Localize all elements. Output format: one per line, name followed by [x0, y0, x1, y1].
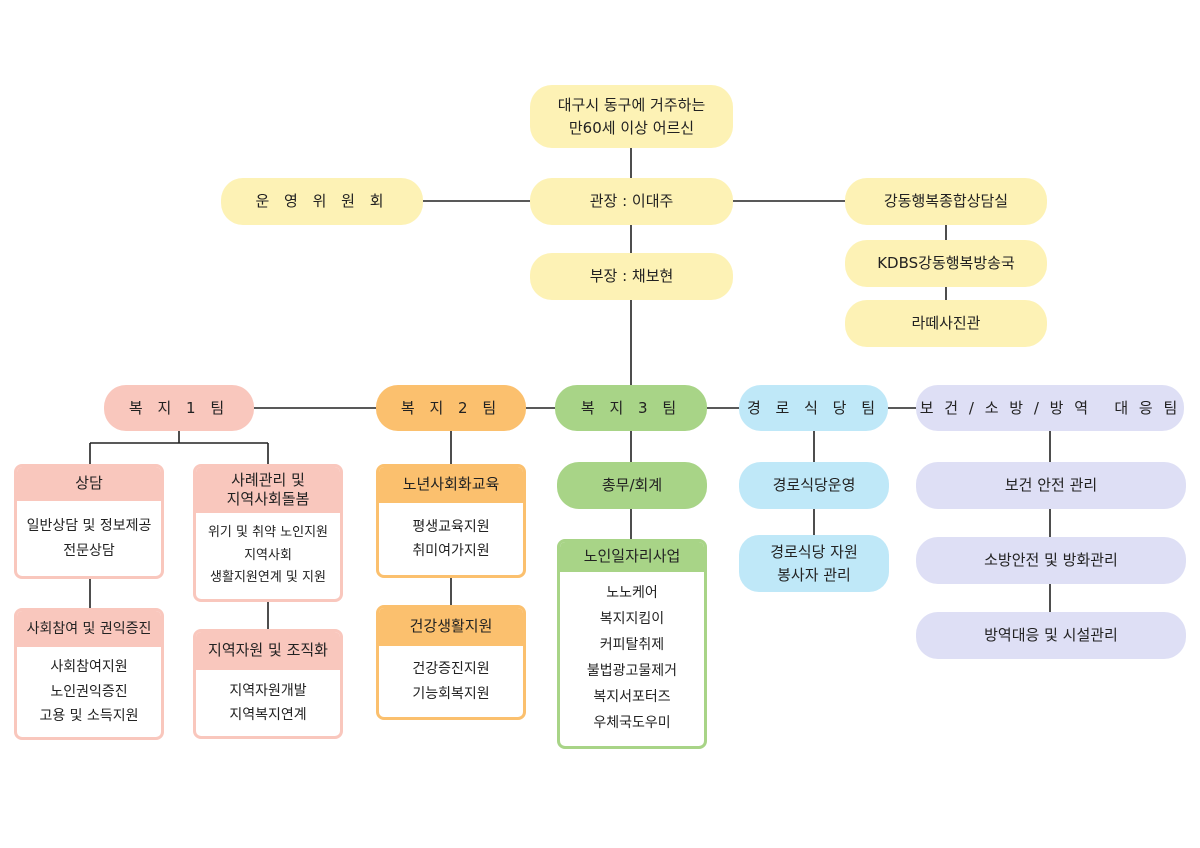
operation-committee: 운 영 위 원 회	[221, 178, 423, 225]
card-items: 일반상담 및 정보제공 전문상담	[26, 518, 152, 559]
photo-studio-box: 라떼사진관	[845, 300, 1047, 347]
card-title: 노인일자리사업	[560, 542, 704, 572]
card-items: 위기 및 취약 노인지원 지역사회 생활지원연계 및 지원	[207, 524, 329, 586]
quarantine-box: 방역대응 및 시설관리	[916, 612, 1186, 659]
social-participation-card: 사회참여 및 권익증진 사회참여지원 노인권익증진 고용 및 소득지원	[14, 608, 164, 740]
card-title: 건강생활지원	[379, 608, 523, 646]
team3-label: 복 지 3 팀	[555, 385, 707, 431]
counsel-center-box: 강동행복종합상담실	[845, 178, 1047, 225]
health-safety-box: 보건 안전 관리	[916, 462, 1186, 509]
safety-team-label: 보 건 / 소 방 / 방 역 대 응 팀	[916, 385, 1184, 431]
card-items: 평생교육지원 취미여가지원	[412, 518, 490, 560]
counsel-card: 상담 일반상담 및 정보제공 전문상담	[14, 464, 164, 579]
card-title: 노년사회화교육	[379, 467, 523, 503]
senior-education-card: 노년사회화교육 평생교육지원 취미여가지원	[376, 464, 526, 578]
case-management-card: 사례관리 및 지역사회돌봄 위기 및 취약 노인지원 지역사회 생활지원연계 및…	[193, 464, 343, 602]
cafeteria-operation-box: 경로식당운영	[739, 462, 889, 509]
cafeteria-team-label: 경 로 식 당 팀	[739, 385, 888, 431]
card-items: 사회참여지원 노인권익증진 고용 및 소득지원	[39, 659, 139, 725]
fire-safety-box: 소방안전 및 방화관리	[916, 537, 1186, 584]
target-beneficiaries: 대구시 동구에 거주하는 만60세 이상 어르신	[530, 85, 733, 148]
card-items: 지역자원개발 지역복지연계	[229, 682, 307, 724]
card-title: 사례관리 및 지역사회돌봄	[196, 467, 340, 513]
local-resource-card: 지역자원 및 조직화 지역자원개발 지역복지연계	[193, 629, 343, 739]
card-title: 상담	[17, 467, 161, 501]
senior-job-card: 노인일자리사업 노노케어 복지지킴이 커피탈취제 불법광고물제거 복지서포터즈 …	[557, 539, 707, 749]
team1-label: 복 지 1 팀	[104, 385, 254, 431]
director-box: 관장 : 이대주	[530, 178, 733, 225]
card-title: 지역자원 및 조직화	[196, 632, 340, 670]
card-title: 사회참여 및 권익증진	[17, 611, 161, 647]
team2-label: 복 지 2 팀	[376, 385, 526, 431]
card-items: 건강증진지원 기능회복지원	[412, 661, 490, 702]
admin-accounting-box: 총무/회계	[557, 462, 707, 509]
broadcast-box: KDBS강동행복방송국	[845, 240, 1047, 287]
manager-box: 부장 : 채보현	[530, 253, 733, 300]
card-items: 노노케어 복지지킴이 커피탈취제 불법광고물제거 복지서포터즈 우체국도우미	[586, 585, 678, 731]
health-support-card: 건강생활지원 건강증진지원 기능회복지원	[376, 605, 526, 720]
cafeteria-volunteer-box: 경로식당 자원 봉사자 관리	[739, 535, 889, 592]
